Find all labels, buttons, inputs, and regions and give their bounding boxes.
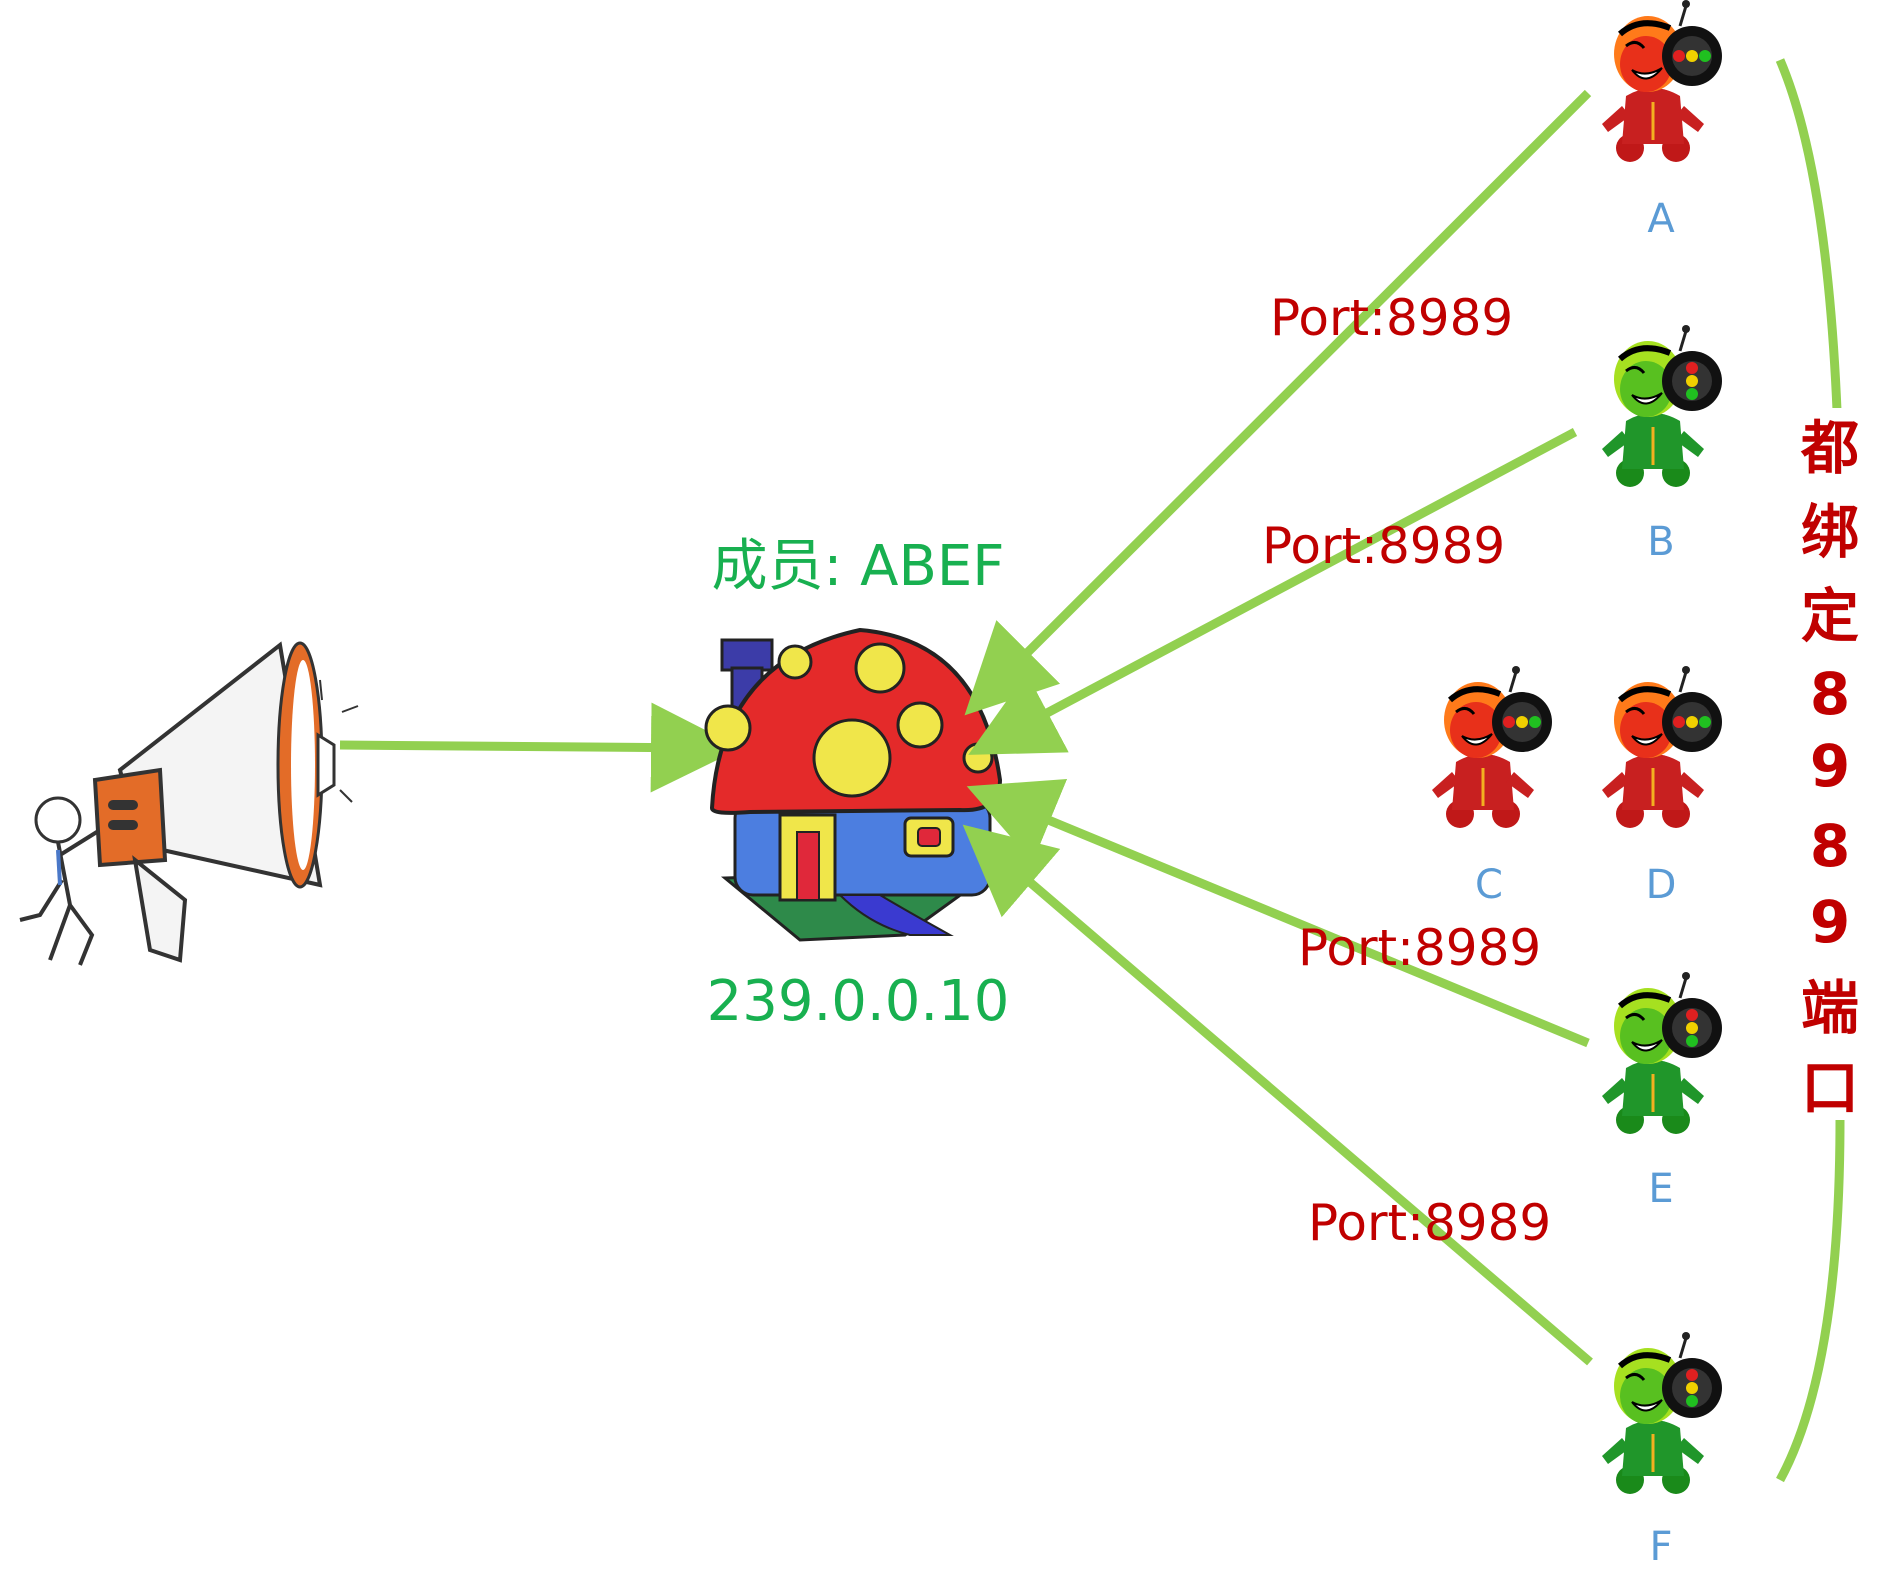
agent-c-red-headphone-mascot-icon: [1432, 666, 1552, 828]
send-arrow: [339, 702, 741, 793]
bracket-char-6: 9: [1810, 888, 1850, 956]
port-label-e: Port:8989: [1298, 919, 1541, 977]
bracket-char-1: 绑: [1801, 498, 1859, 566]
join-arrow-a: [964, 89, 1592, 716]
agent-e-green-headphone-mascot-icon: [1602, 972, 1722, 1134]
join-arrow-e: [966, 779, 1590, 1048]
group-address-label: 239.0.0.10: [707, 969, 1010, 1034]
agent-a-red-headphone-mascot-icon: [1602, 0, 1722, 162]
agent-a-label: A: [1647, 196, 1675, 242]
join-arrow-f: [962, 824, 1593, 1366]
agent-d-red-headphone-mascot-icon: [1602, 666, 1722, 828]
agent-f-green-headphone-mascot-icon: [1602, 1332, 1722, 1494]
agent-c-label: C: [1475, 862, 1503, 908]
agent-f-label: F: [1649, 1524, 1672, 1570]
bracket-char-7: 端: [1801, 974, 1859, 1042]
port-label-a: Port:8989: [1270, 289, 1513, 347]
megaphone-person-icon: [19, 641, 359, 966]
port-label-b: Port:8989: [1262, 517, 1505, 575]
agent-b-green-headphone-mascot-icon: [1602, 325, 1722, 487]
bracket-char-0: 都: [1800, 414, 1859, 482]
agent-b-label: B: [1647, 519, 1674, 565]
mushroom-house-icon: [704, 627, 1003, 942]
group-members-label: 成员: ABEF: [712, 534, 1005, 599]
bracket-char-8: 口: [1801, 1054, 1859, 1122]
bracket-char-2: 定: [1801, 582, 1859, 650]
join-arrow-b: [968, 428, 1578, 755]
bracket-char-5: 8: [1810, 812, 1850, 880]
port-label-f: Port:8989: [1308, 1194, 1551, 1252]
bracket-char-3: 8: [1810, 660, 1850, 728]
agent-d-label: D: [1646, 862, 1677, 908]
agent-e-label: E: [1648, 1166, 1673, 1212]
bracket-char-4: 9: [1810, 732, 1850, 800]
